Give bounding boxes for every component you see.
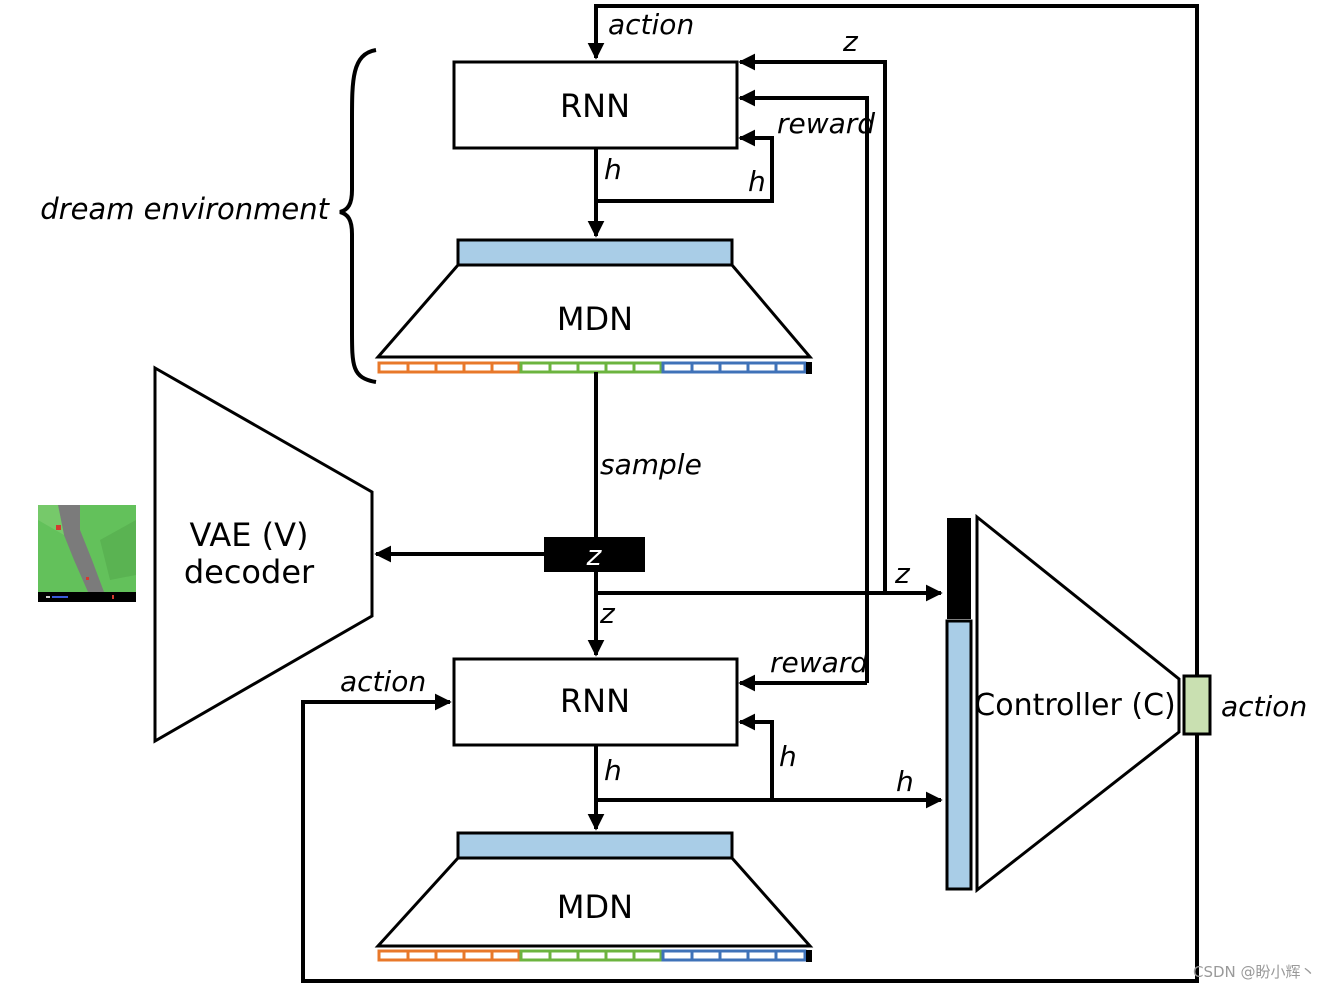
z-to-top-rnn-line bbox=[738, 53, 887, 593]
middle-connections bbox=[374, 545, 943, 657]
top-h-loop-line bbox=[596, 129, 774, 203]
vae-label-line1: VAE (V) bbox=[190, 516, 309, 554]
vae-label-line2: decoder bbox=[184, 553, 315, 591]
top-rnn-label: RNN bbox=[560, 87, 630, 125]
bottom-h-loop-line bbox=[738, 713, 774, 800]
action-to-bottom-rnn-line bbox=[301, 693, 1199, 983]
top-connections bbox=[587, 4, 1199, 700]
bottom-reward-label: reward bbox=[770, 646, 868, 679]
action-feedback-line bbox=[587, 4, 1199, 700]
watermark: CSDN @盼小辉丶 bbox=[1193, 963, 1316, 981]
z-latent-box: z bbox=[544, 537, 645, 572]
bottom-mdn-output-segments bbox=[377, 949, 812, 962]
bottom-h-right-label: h bbox=[896, 765, 914, 798]
car-racing-frame-icon bbox=[38, 505, 136, 602]
vae-decoder: VAE (V) decoder bbox=[153, 365, 374, 744]
top-reward-label: reward bbox=[777, 107, 875, 140]
top-mdn-label: MDN bbox=[557, 300, 633, 338]
top-action-label: action bbox=[608, 8, 694, 41]
bottom-mdn: MDN bbox=[374, 831, 814, 962]
z-right-label: z bbox=[894, 557, 911, 590]
bottom-h-label: h bbox=[604, 754, 622, 787]
controller: Controller (C) bbox=[945, 513, 1212, 894]
top-rnn: RNN bbox=[452, 60, 739, 150]
bottom-rnn: RNN bbox=[452, 657, 739, 747]
z-down-label: z bbox=[599, 597, 616, 630]
controller-action-label: action bbox=[1221, 690, 1307, 723]
bottom-rnn-label: RNN bbox=[560, 682, 630, 720]
bottom-mdn-label: MDN bbox=[557, 888, 633, 926]
sample-label: sample bbox=[600, 448, 702, 481]
top-h-label: h bbox=[604, 153, 622, 186]
top-mdn-output-segments bbox=[377, 361, 812, 374]
dream-environment-label: dream environment bbox=[40, 192, 330, 226]
dream-environment-brace bbox=[339, 48, 377, 384]
reward-to-top-rnn-line bbox=[738, 89, 869, 683]
controller-label: Controller (C) bbox=[974, 688, 1175, 723]
z-box-label: z bbox=[586, 539, 603, 572]
top-z-label: z bbox=[842, 25, 859, 58]
controller-action-output bbox=[1182, 674, 1212, 736]
bottom-connections bbox=[301, 674, 1199, 983]
top-h-loop-label: h bbox=[748, 165, 766, 198]
bottom-h-loop-label: h bbox=[779, 740, 797, 773]
top-mdn: MDN bbox=[374, 238, 814, 374]
bottom-action-label: action bbox=[340, 665, 426, 698]
